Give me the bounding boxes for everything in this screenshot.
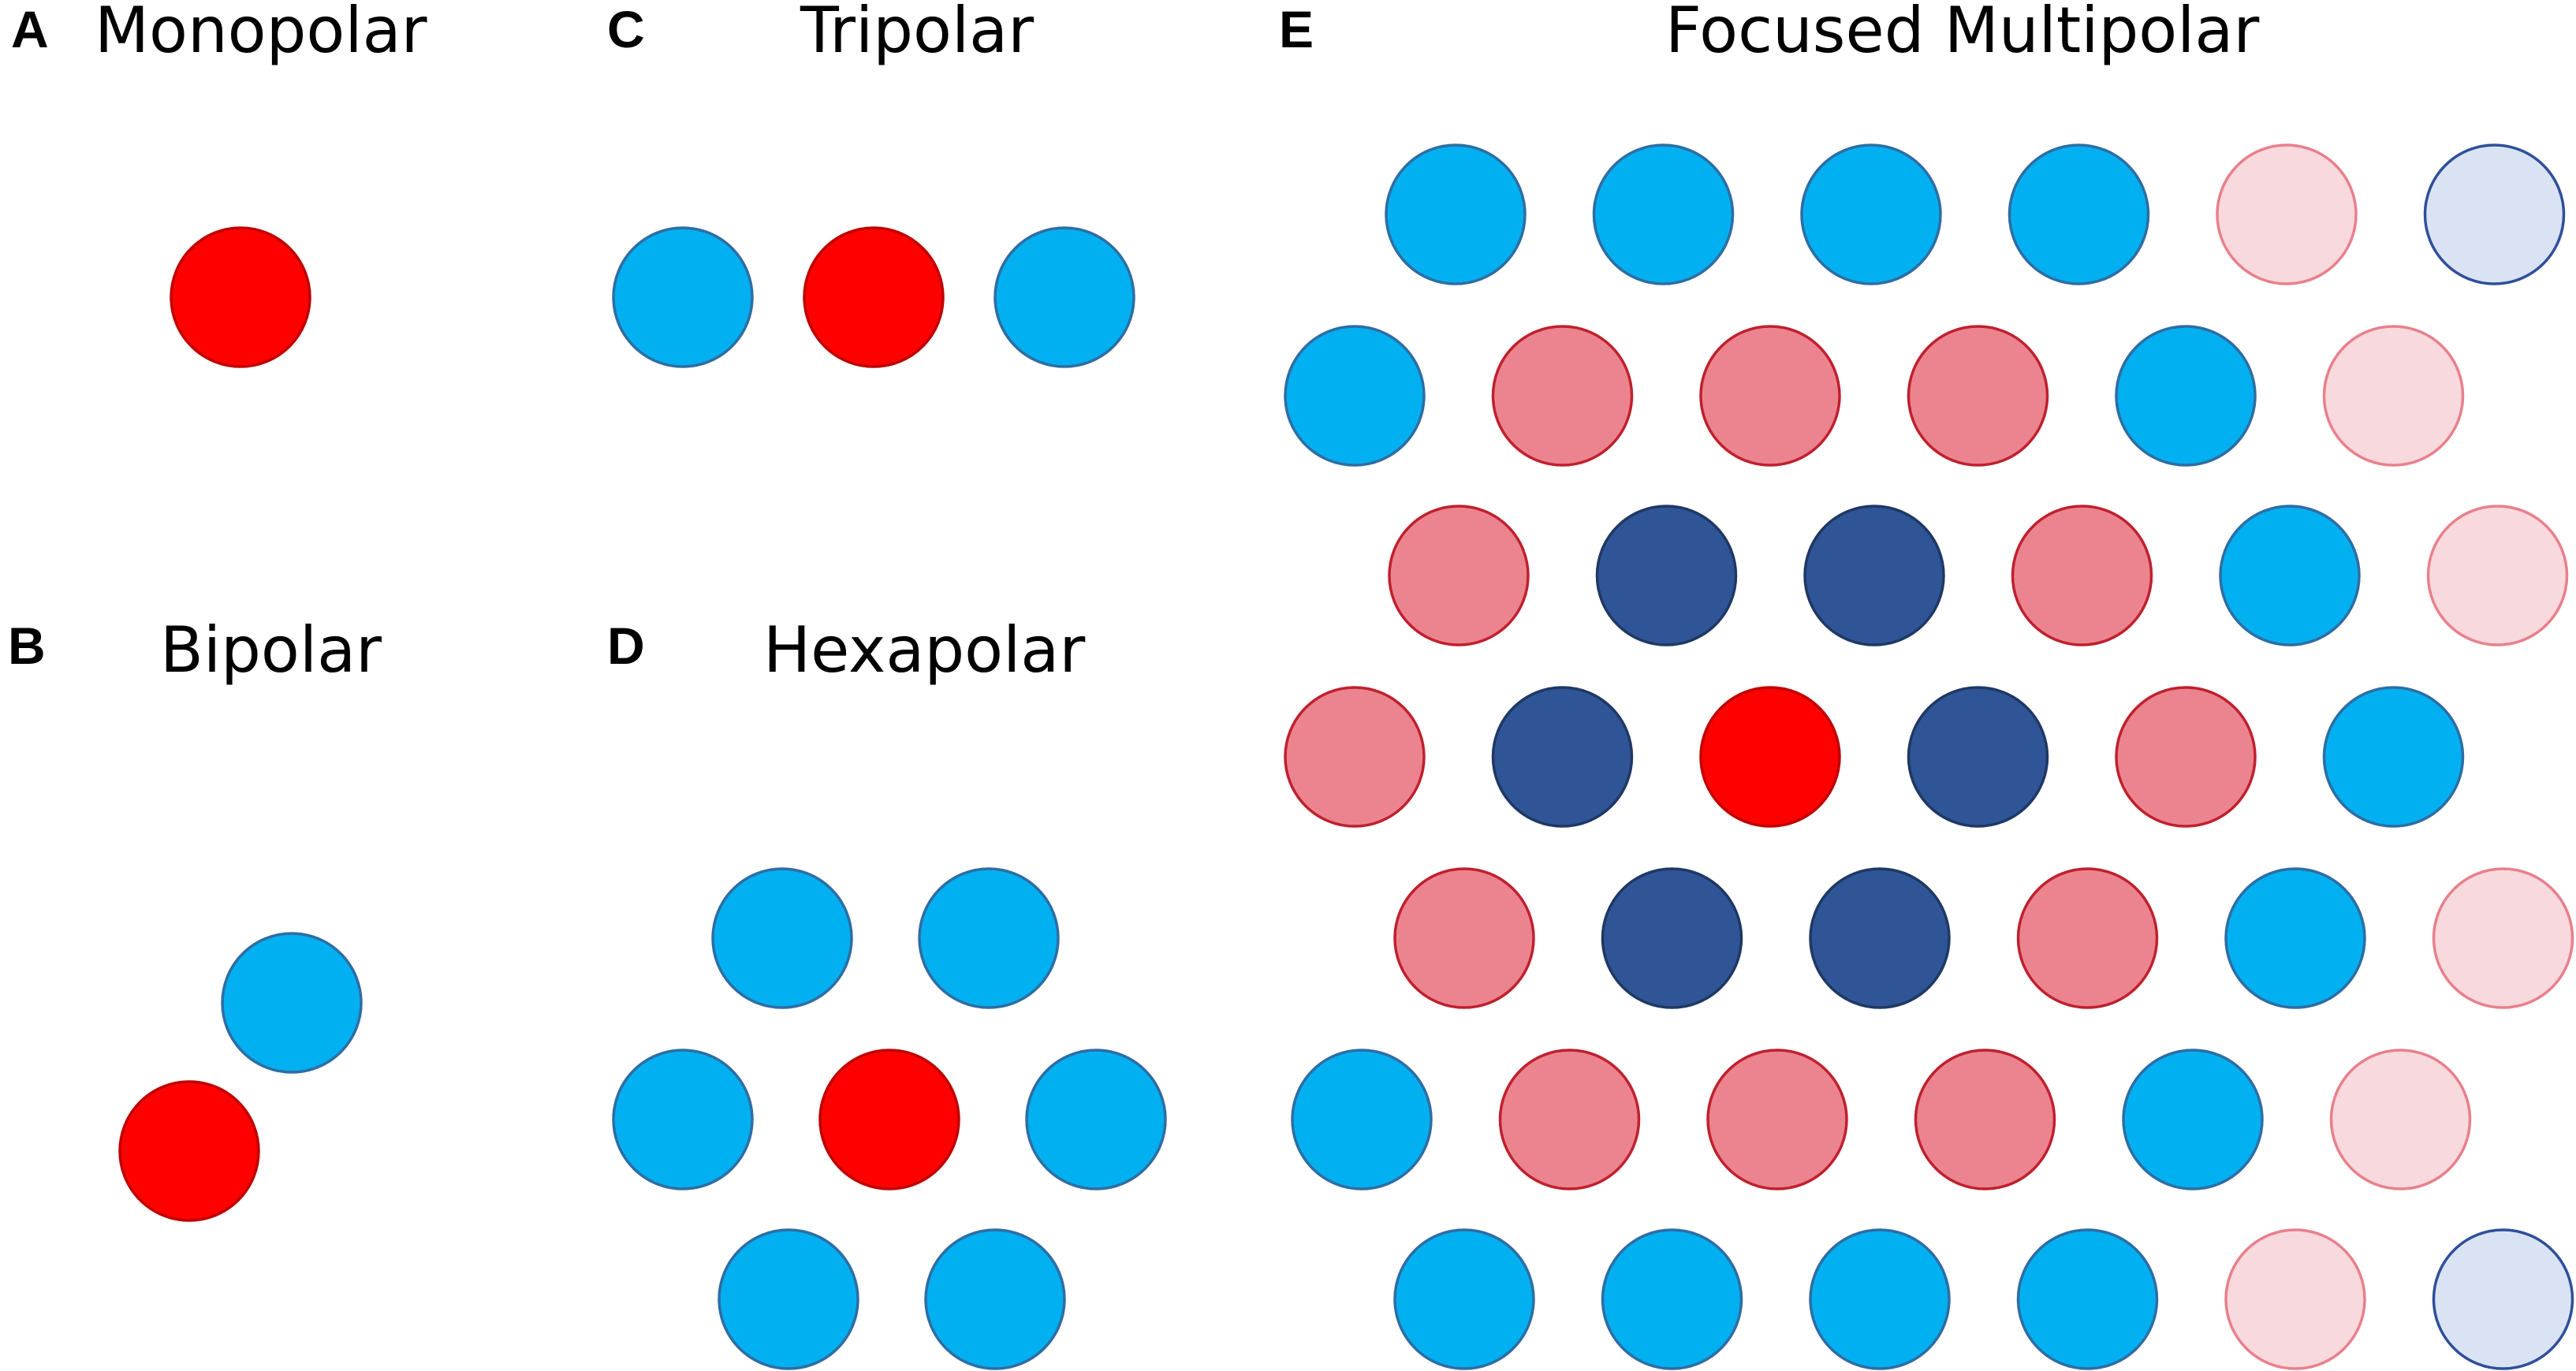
electrode-cathode bbox=[1291, 1049, 1433, 1190]
electrode-anode-light bbox=[2322, 325, 2465, 467]
electrode-anode-medium bbox=[1388, 505, 1530, 646]
electrode-cathode bbox=[2219, 505, 2361, 646]
electrode-cathode-dark bbox=[1595, 505, 1738, 646]
electrode-cathode bbox=[1393, 1228, 1535, 1370]
electrode-anode-light bbox=[2426, 505, 2569, 646]
electrode-cathode bbox=[612, 1049, 754, 1190]
monopolar-electrodes bbox=[170, 226, 311, 368]
panel-letter-b: B bbox=[8, 617, 46, 675]
panel-title-monopolar: Monopolar bbox=[95, 0, 427, 67]
electrode-cathode bbox=[2016, 1228, 2159, 1370]
panel-monopolar: A Monopolar bbox=[11, 0, 427, 368]
panel-tripolar: C Tripolar bbox=[607, 0, 1135, 368]
electrode-cathode bbox=[1800, 143, 1942, 285]
electrode-anode-medium bbox=[2016, 867, 2159, 1009]
panel-bipolar: B Bipolar bbox=[8, 613, 382, 1222]
electrode-cathode bbox=[993, 226, 1135, 368]
electrode-cathode bbox=[2115, 325, 2257, 467]
electrode-cathode bbox=[2322, 686, 2465, 828]
electrode-cathode-dark bbox=[1491, 686, 1634, 828]
electrode-cathode bbox=[1025, 1049, 1167, 1190]
electrode-cathode-dark bbox=[1907, 686, 2049, 828]
electrode-anode bbox=[1699, 686, 1841, 828]
panel-letter-e: E bbox=[1279, 0, 1314, 58]
electrode-anode-medium bbox=[1284, 686, 1426, 828]
electrode-anode-medium bbox=[2115, 686, 2257, 828]
electrode-anode bbox=[170, 226, 311, 368]
electrode-anode-light bbox=[2224, 1228, 2366, 1370]
electrode-anode-medium bbox=[1914, 1049, 2056, 1190]
electrode-anode-medium bbox=[2011, 505, 2153, 646]
electrode-anode bbox=[118, 1080, 260, 1222]
electrode-cathode bbox=[1592, 143, 1735, 285]
electrode-anode-medium bbox=[1393, 867, 1535, 1009]
electrode-cathode bbox=[2007, 143, 2150, 285]
panel-focused-multipolar: E Focused Multipolar bbox=[1279, 0, 2574, 1370]
tripolar-electrodes bbox=[612, 226, 1135, 368]
electrode-anode-medium bbox=[1907, 325, 2049, 467]
panel-letter-c: C bbox=[607, 0, 645, 58]
electrode-cathode bbox=[612, 226, 754, 368]
electrode-anode bbox=[803, 226, 945, 368]
panel-title-bipolar: Bipolar bbox=[160, 613, 382, 687]
electrode-cathode bbox=[1284, 325, 1426, 467]
panel-hexapolar: D Hexapolar bbox=[607, 613, 1167, 1370]
electrode-cathode bbox=[711, 867, 853, 1009]
bipolar-electrodes bbox=[118, 932, 363, 1222]
electrode-cathode-dark bbox=[1803, 505, 1945, 646]
electrode-anode-medium bbox=[1498, 1049, 1641, 1190]
electrode-cathode-light bbox=[2423, 143, 2566, 285]
hexapolar-electrodes bbox=[612, 867, 1167, 1370]
panel-title-tripolar: Tripolar bbox=[800, 0, 1034, 67]
electrode-cathode-light bbox=[2432, 1228, 2574, 1370]
electrode-anode-medium bbox=[1699, 325, 1841, 467]
electrode-cathode bbox=[1385, 143, 1527, 285]
electrode-anode bbox=[818, 1049, 960, 1190]
electrode-cathode bbox=[221, 932, 363, 1074]
electrode-cathode bbox=[924, 1228, 1066, 1370]
panel-letter-a: A bbox=[11, 0, 49, 58]
electrode-anode-light bbox=[2432, 867, 2574, 1009]
electrode-anode-medium bbox=[1706, 1049, 1848, 1190]
panel-title-focused-multipolar: Focused Multipolar bbox=[1665, 0, 2259, 67]
electrode-cathode bbox=[2122, 1049, 2264, 1190]
electrode-anode-medium bbox=[1491, 325, 1634, 467]
panel-letter-d: D bbox=[607, 617, 645, 675]
electrode-cathode bbox=[718, 1228, 859, 1370]
electrode-cathode bbox=[2224, 867, 2366, 1009]
electrode-cathode bbox=[1809, 1228, 1951, 1370]
electrode-cathode bbox=[1601, 1228, 1743, 1370]
electrode-anode-light bbox=[2216, 143, 2358, 285]
electrode-cathode-dark bbox=[1601, 867, 1743, 1009]
focused-multipolar-electrodes bbox=[1284, 143, 2574, 1370]
electrode-cathode-dark bbox=[1809, 867, 1951, 1009]
electrode-anode-light bbox=[2329, 1049, 2472, 1190]
panel-title-hexapolar: Hexapolar bbox=[763, 613, 1085, 687]
electrode-cathode bbox=[918, 867, 1060, 1009]
